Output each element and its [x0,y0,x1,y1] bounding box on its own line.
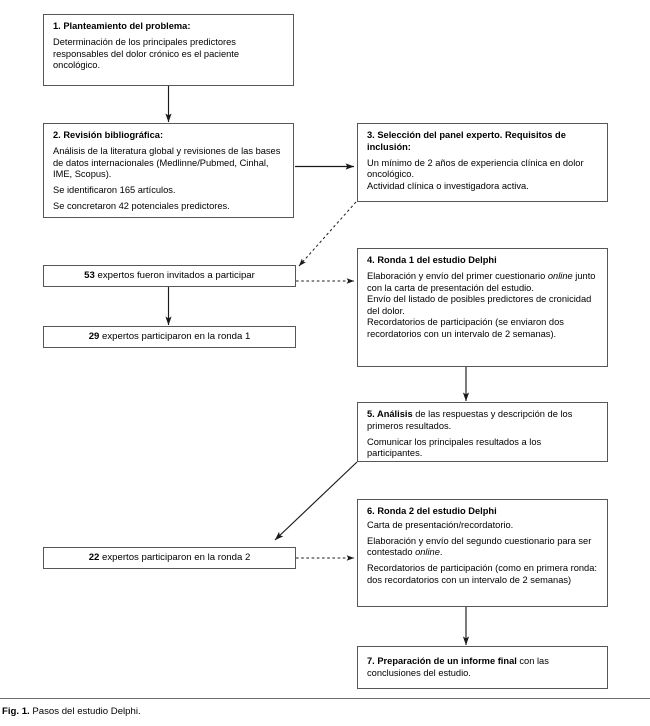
node-step-4-body-2: Envío del listado de posibles predictore… [367,294,592,316]
figure-caption: Fig. 1. Pasos del estudio Delphi. [2,706,141,718]
node-step-4-delphi-round-1[interactable]: 4. Ronda 1 del estudio Delphi Elaboració… [357,248,608,367]
node-step-7-text: 7. Preparación de un informe final con l… [367,656,599,679]
experts-round2-label: expertos participaron en la ronda 2 [99,552,251,564]
node-step-7-title-rest: con las conclusiones del estudio. [367,655,549,678]
node-step-6-body-3: Recordatorios de participación (como en … [367,563,597,585]
figure-caption-label: Fig. 1. [2,706,30,717]
node-step-2-title: 2. Revisión bibliográfica: [53,130,164,140]
node-step-6-title: 6. Ronda 2 del estudio Delphi [367,506,497,516]
experts-round2-text: 22 expertos participaron en la ronda 2 [89,552,251,564]
node-experts-invited[interactable]: 53 expertos fueron invitados a participa… [43,265,296,287]
figure-caption-text: Pasos del estudio Delphi. [32,706,141,717]
arrow-step5-to-round2 [274,461,358,541]
experts-round1-label: expertos participaron en la ronda 1 [99,331,251,343]
node-step-1-problem-statement[interactable]: 1. Planteamiento del problema: Determina… [43,14,294,86]
node-step-1-body: Determinación de los principales predict… [53,37,240,71]
node-step-3-body-1: Un mínimo de 2 años de experiencia clíni… [367,157,584,180]
node-step-3-title: 3. Selección del panel experto. Requisit… [367,130,566,152]
experts-round1-count: 29 [88,331,100,343]
node-step-5-title: 5. Análisis [367,409,413,419]
node-step-3-expert-panel-selection[interactable]: 3. Selección del panel experto. Requisit… [357,123,608,202]
node-step-5-analysis[interactable]: 5. Análisis de las respuestas y descripc… [357,402,608,462]
node-step-5-title-rest: de las respuestas y descripción de los p… [367,409,573,431]
node-step-6-delphi-round-2[interactable]: 6. Ronda 2 del estudio Delphi Carta de p… [357,499,608,607]
node-step-4-body-3: Recordatorios de participación (se envia… [367,317,564,340]
experts-invited-text: 53 expertos fueron invitados a participa… [84,270,255,282]
caption-divider [0,698,650,699]
experts-invited-count: 53 [84,270,95,282]
node-step-5-body-2: Comunicar los principales resultados a l… [367,436,542,459]
node-experts-round1[interactable]: 29 expertos participaron en la ronda 1 [43,326,296,348]
arrow-step3-to-invited [298,201,357,267]
node-step-6-body-2-italic: online [415,547,440,558]
node-experts-round2[interactable]: 22 expertos participaron en la ronda 2 [43,547,296,569]
node-step-4-body-1: Elaboración y envío del primer cuestiona… [367,271,599,294]
node-step-4-body-1a: Elaboración y envío del primer cuestiona… [367,271,548,282]
node-step-4-body-1b: junto con la carta de presentación del e… [367,271,596,293]
node-step-5-title-line: 5. Análisis de las respuestas y descripc… [367,409,599,432]
node-step-2-body-1: Análisis de la literatura global y revis… [53,146,281,180]
node-step-7-final-report[interactable]: 7. Preparación de un informe final con l… [357,646,608,689]
node-step-2-body-3: Se concretaron 42 potenciales predictore… [53,201,230,212]
experts-round2-count: 22 [88,552,100,564]
node-step-6-body-2b: . [439,547,443,558]
node-step-7-title: 7. Preparación de un informe final [367,655,517,666]
experts-invited-label: expertos fueron invitados a participar [94,270,255,282]
node-step-6-body-2a: Elaboración y envío del segundo cuestion… [367,535,592,558]
node-step-2-literature-review[interactable]: 2. Revisión bibliográfica: Análisis de l… [43,123,294,218]
node-step-6-body-1: Carta de presentación/recordatorio. [367,519,514,530]
node-step-3-body-2: Actividad clínica o investigadora activa… [367,180,529,191]
node-step-4-title: 4. Ronda 1 del estudio Delphi [367,255,497,265]
experts-round1-text: 29 expertos participaron en la ronda 1 [89,331,251,343]
node-step-6-body-2: Elaboración y envío del segundo cuestion… [367,536,599,559]
node-step-4-body-1-italic: online [547,271,573,282]
node-step-1-title: 1. Planteamiento del problema: [53,21,191,31]
node-step-2-body-2: Se identificaron 165 artículos. [53,185,176,196]
